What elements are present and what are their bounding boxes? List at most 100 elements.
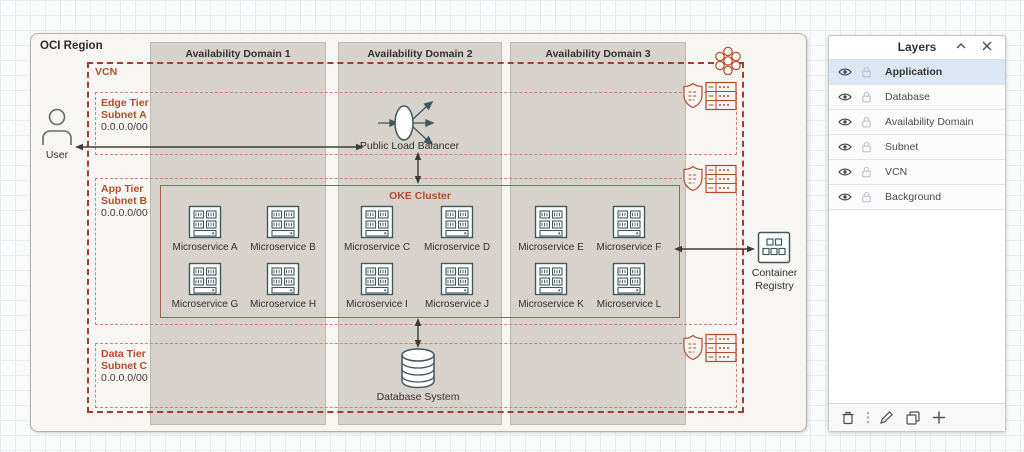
layer-row-subnet[interactable]: Subnet xyxy=(829,135,1005,160)
container-registry-label-line1: Container xyxy=(751,267,798,279)
close-panel-icon[interactable] xyxy=(981,40,993,52)
layer-row-background[interactable]: Background xyxy=(829,185,1005,210)
load-balancer-node[interactable] xyxy=(376,96,444,148)
database-label: Database System xyxy=(376,391,460,403)
lock-icon[interactable] xyxy=(861,91,872,103)
load-balancer-label: Public Load Balancer xyxy=(359,140,460,152)
visibility-eye-icon[interactable] xyxy=(838,192,852,202)
collapse-panel-icon[interactable] xyxy=(955,40,967,52)
microservice-server-icon xyxy=(439,261,475,297)
container-registry-label-line2: Registry xyxy=(755,280,794,292)
microservice-i-node[interactable]: Microservice I xyxy=(335,261,419,310)
layers-panel: Layers Application Database Availability… xyxy=(828,35,1006,432)
database-node[interactable] xyxy=(394,346,442,390)
subnet-c-cidr: 0.0.0.0/00 xyxy=(101,372,148,384)
route-table-icon[interactable] xyxy=(705,333,737,363)
microservice-j-node[interactable]: Microservice J xyxy=(415,261,499,310)
visibility-eye-icon[interactable] xyxy=(838,117,852,127)
security-list-shield-icon[interactable] xyxy=(682,334,704,362)
microservice-server-icon xyxy=(611,204,647,240)
microservice-e-node[interactable]: Microservice E xyxy=(509,204,593,253)
visibility-eye-icon[interactable] xyxy=(838,92,852,102)
visibility-eye-icon[interactable] xyxy=(838,142,852,152)
microservice-h-node[interactable]: Microservice H xyxy=(241,261,325,310)
layer-label: VCN xyxy=(885,166,908,178)
lock-icon[interactable] xyxy=(861,166,872,178)
microservice-d-label: Microservice D xyxy=(423,242,491,253)
microservice-server-icon xyxy=(265,204,301,240)
layer-row-availability-domain[interactable]: Availability Domain xyxy=(829,110,1005,135)
lock-icon[interactable] xyxy=(861,191,872,203)
layers-panel-header: Layers xyxy=(829,36,1005,60)
subnet-a-name-label: Subnet A xyxy=(101,109,147,121)
visibility-eye-icon[interactable] xyxy=(838,167,852,177)
microservice-d-node[interactable]: Microservice D xyxy=(415,204,499,253)
microservice-server-icon xyxy=(359,261,395,297)
subnet-b-tier-label: App Tier xyxy=(101,183,144,195)
layer-label: Availability Domain xyxy=(885,116,974,128)
microservice-b-node[interactable]: Microservice B xyxy=(241,204,325,253)
layer-label: Subnet xyxy=(885,141,919,153)
add-layer-icon[interactable] xyxy=(932,410,946,425)
microservice-l-label: Microservice L xyxy=(596,299,662,310)
microservice-server-icon xyxy=(265,261,301,297)
microservice-b-label: Microservice B xyxy=(250,242,316,253)
microservice-k-label: Microservice K xyxy=(518,299,584,310)
microservice-c-label: Microservice C xyxy=(343,242,411,253)
microservice-c-node[interactable]: Microservice C xyxy=(335,204,419,253)
security-list-shield-icon[interactable] xyxy=(682,165,704,193)
vcn-box[interactable] xyxy=(87,62,744,413)
container-registry-node[interactable] xyxy=(757,231,791,264)
microservice-i-label: Microservice I xyxy=(346,299,408,310)
duplicate-layer-icon[interactable] xyxy=(905,410,921,425)
layer-row-application[interactable]: Application xyxy=(829,60,1005,85)
container-registry-icon xyxy=(757,231,791,264)
microservice-server-icon xyxy=(533,261,569,297)
user-node[interactable] xyxy=(40,106,74,146)
layers-panel-title: Layers xyxy=(897,40,937,54)
oci-region-label: OCI Region xyxy=(40,40,103,52)
microservice-server-icon xyxy=(611,261,647,297)
layer-row-database[interactable]: Database xyxy=(829,85,1005,110)
microservice-g-node[interactable]: Microservice G xyxy=(163,261,247,310)
availability-domain-2-label: Availability Domain 2 xyxy=(367,48,473,60)
delete-layer-icon[interactable] xyxy=(841,410,855,425)
microservice-server-icon xyxy=(187,261,223,297)
microservice-h-label: Microservice H xyxy=(249,299,317,310)
microservice-a-node[interactable]: Microservice A xyxy=(163,204,247,253)
microservice-f-node[interactable]: Microservice F xyxy=(587,204,671,253)
layers-toolbar xyxy=(829,403,1005,431)
vcn-honeycomb-icon[interactable] xyxy=(707,42,749,80)
layer-label: Background xyxy=(885,191,942,203)
subnet-b-name-label: Subnet B xyxy=(101,195,148,207)
load-balancer-icon xyxy=(378,101,435,145)
availability-domain-1-label: Availability Domain 1 xyxy=(185,48,291,60)
visibility-eye-icon[interactable] xyxy=(838,67,852,77)
lock-icon[interactable] xyxy=(861,66,872,78)
microservice-g-label: Microservice G xyxy=(171,299,239,310)
security-list-shield-icon[interactable] xyxy=(682,82,704,110)
more-options-icon[interactable] xyxy=(866,410,870,425)
layer-row-vcn[interactable]: VCN xyxy=(829,160,1005,185)
subnet-c-tier-label: Data Tier xyxy=(101,348,146,360)
database-cylinder-icon xyxy=(401,348,435,389)
route-table-icon[interactable] xyxy=(705,164,737,194)
microservice-server-icon xyxy=(439,204,475,240)
user-icon xyxy=(42,108,72,145)
subnet-a-tier-label: Edge Tier xyxy=(101,97,149,109)
subnet-c-name-label: Subnet C xyxy=(101,360,148,372)
route-table-icon[interactable] xyxy=(705,81,737,111)
oke-cluster-label: OKE Cluster xyxy=(389,190,451,202)
microservice-l-node[interactable]: Microservice L xyxy=(587,261,671,310)
availability-domain-3-label: Availability Domain 3 xyxy=(545,48,651,60)
lock-icon[interactable] xyxy=(861,141,872,153)
microservice-a-label: Microservice A xyxy=(172,242,238,253)
user-label: User xyxy=(45,149,69,161)
microservice-e-label: Microservice E xyxy=(518,242,584,253)
microservice-k-node[interactable]: Microservice K xyxy=(509,261,593,310)
subnet-b-cidr: 0.0.0.0/00 xyxy=(101,207,148,219)
microservice-j-label: Microservice J xyxy=(425,299,489,310)
lock-icon[interactable] xyxy=(861,116,872,128)
edit-layer-icon[interactable] xyxy=(879,410,894,425)
